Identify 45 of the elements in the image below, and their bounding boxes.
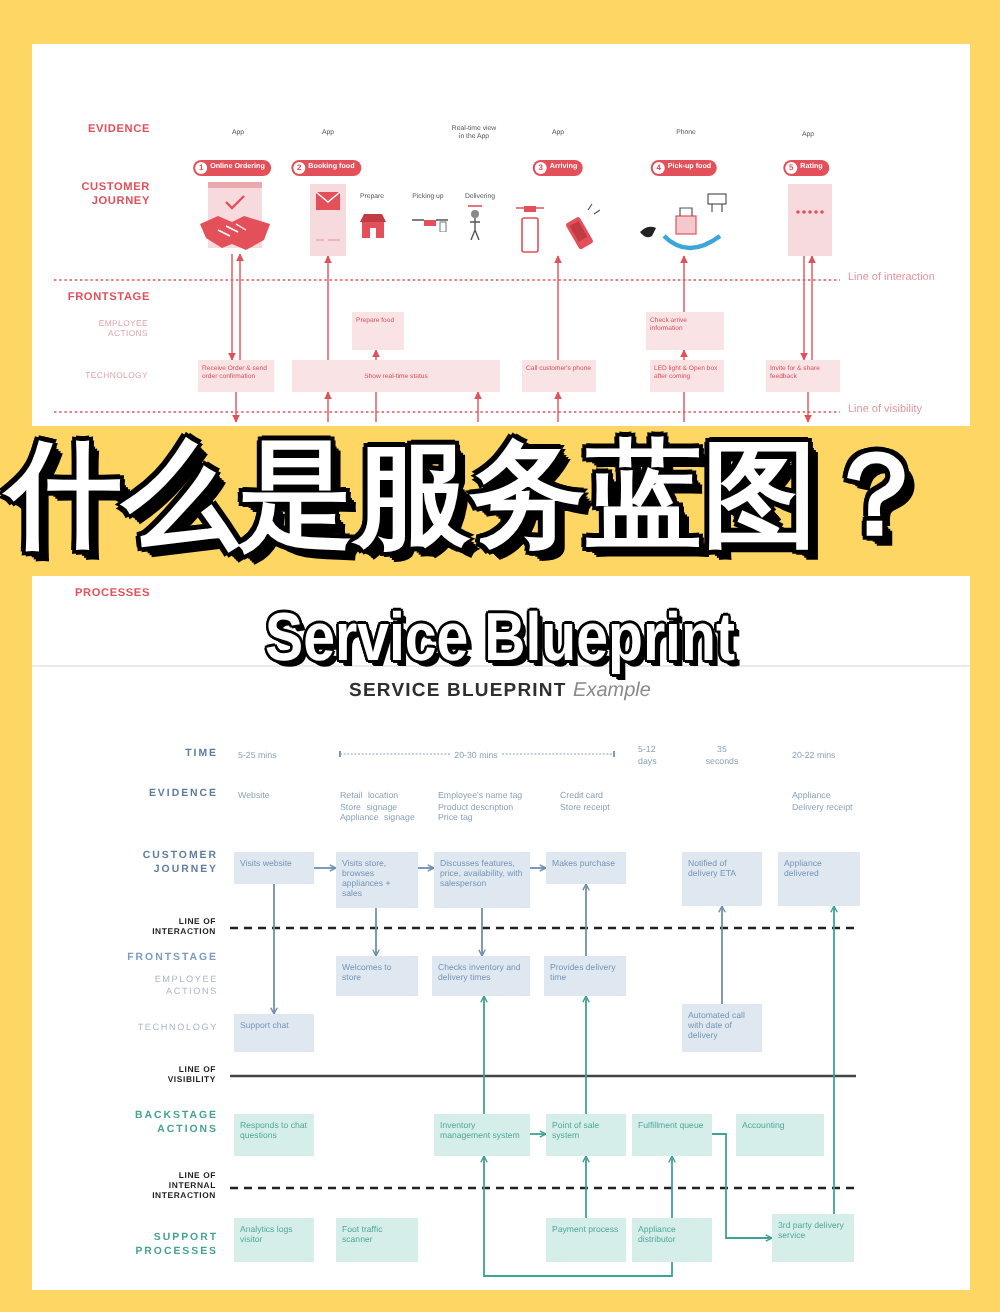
arrow xyxy=(529,864,547,872)
arrow xyxy=(800,255,808,361)
step-pill xyxy=(291,160,361,176)
step-pill xyxy=(193,160,271,176)
arrow xyxy=(582,995,590,1115)
arrow xyxy=(232,391,240,423)
arrow xyxy=(582,1155,590,1219)
arrow xyxy=(808,255,816,361)
arrow xyxy=(324,255,332,361)
arrow xyxy=(313,864,337,872)
arrow xyxy=(372,349,380,361)
hand-bowl-picture xyxy=(640,190,728,256)
connector-line xyxy=(683,391,685,423)
arrow xyxy=(582,883,590,957)
arrow xyxy=(529,1130,547,1138)
arrow xyxy=(554,255,562,361)
arrow xyxy=(324,391,332,423)
arrow xyxy=(804,391,812,423)
drone-phone-picture xyxy=(516,198,600,256)
envelope-card-picture xyxy=(310,184,346,256)
arrow xyxy=(680,255,688,313)
arrow xyxy=(711,1133,773,1242)
arrow xyxy=(474,391,482,423)
connector-line xyxy=(375,391,377,423)
arrow xyxy=(372,907,380,957)
arrow xyxy=(680,349,688,361)
step-pill xyxy=(650,160,718,176)
arrow xyxy=(718,905,726,1005)
arrow xyxy=(668,1155,676,1219)
title: 什么是服务蓝图？ xyxy=(6,432,934,560)
arrow xyxy=(236,253,244,361)
arrow xyxy=(480,995,488,1115)
arrow xyxy=(478,907,486,957)
arrow xyxy=(228,253,236,361)
step-pill xyxy=(783,160,829,176)
arrow xyxy=(417,864,435,872)
arrow xyxy=(554,391,562,423)
arrow xyxy=(830,905,838,1215)
subtitle: Service Blueprint xyxy=(265,604,735,676)
arrow xyxy=(480,1155,673,1277)
arrow xyxy=(270,883,278,1015)
dotted-card-picture xyxy=(788,184,832,256)
heading: SERVICE BLUEPRINT Example xyxy=(347,680,653,704)
step-pill xyxy=(532,160,584,176)
handshake-picture xyxy=(198,182,272,254)
